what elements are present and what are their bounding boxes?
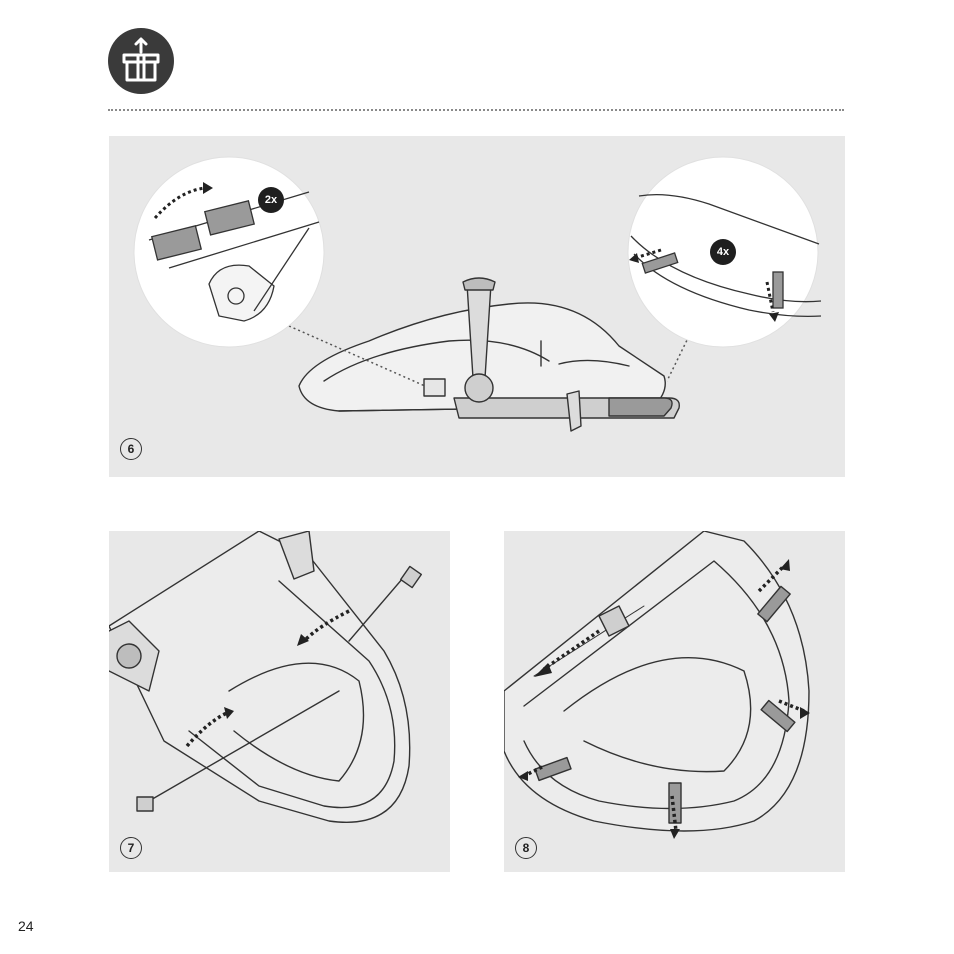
step-8-panel: 8 bbox=[504, 531, 845, 872]
unpack-box-icon bbox=[108, 28, 174, 94]
step-7-illustration bbox=[109, 531, 450, 872]
page-number: 24 bbox=[18, 918, 34, 934]
step-6-panel: 2x 4x 6 bbox=[109, 136, 845, 477]
multiplier-badge-2x: 2x bbox=[258, 187, 284, 213]
step-number-8: 8 bbox=[515, 837, 537, 859]
step-8-illustration bbox=[504, 531, 845, 872]
step-7-panel: 7 bbox=[109, 531, 450, 872]
multiplier-badge-4x: 4x bbox=[710, 239, 736, 265]
step-6-illustration bbox=[109, 136, 845, 477]
step-number-7: 7 bbox=[120, 837, 142, 859]
section-divider bbox=[108, 109, 844, 111]
step-number-6: 6 bbox=[120, 438, 142, 460]
